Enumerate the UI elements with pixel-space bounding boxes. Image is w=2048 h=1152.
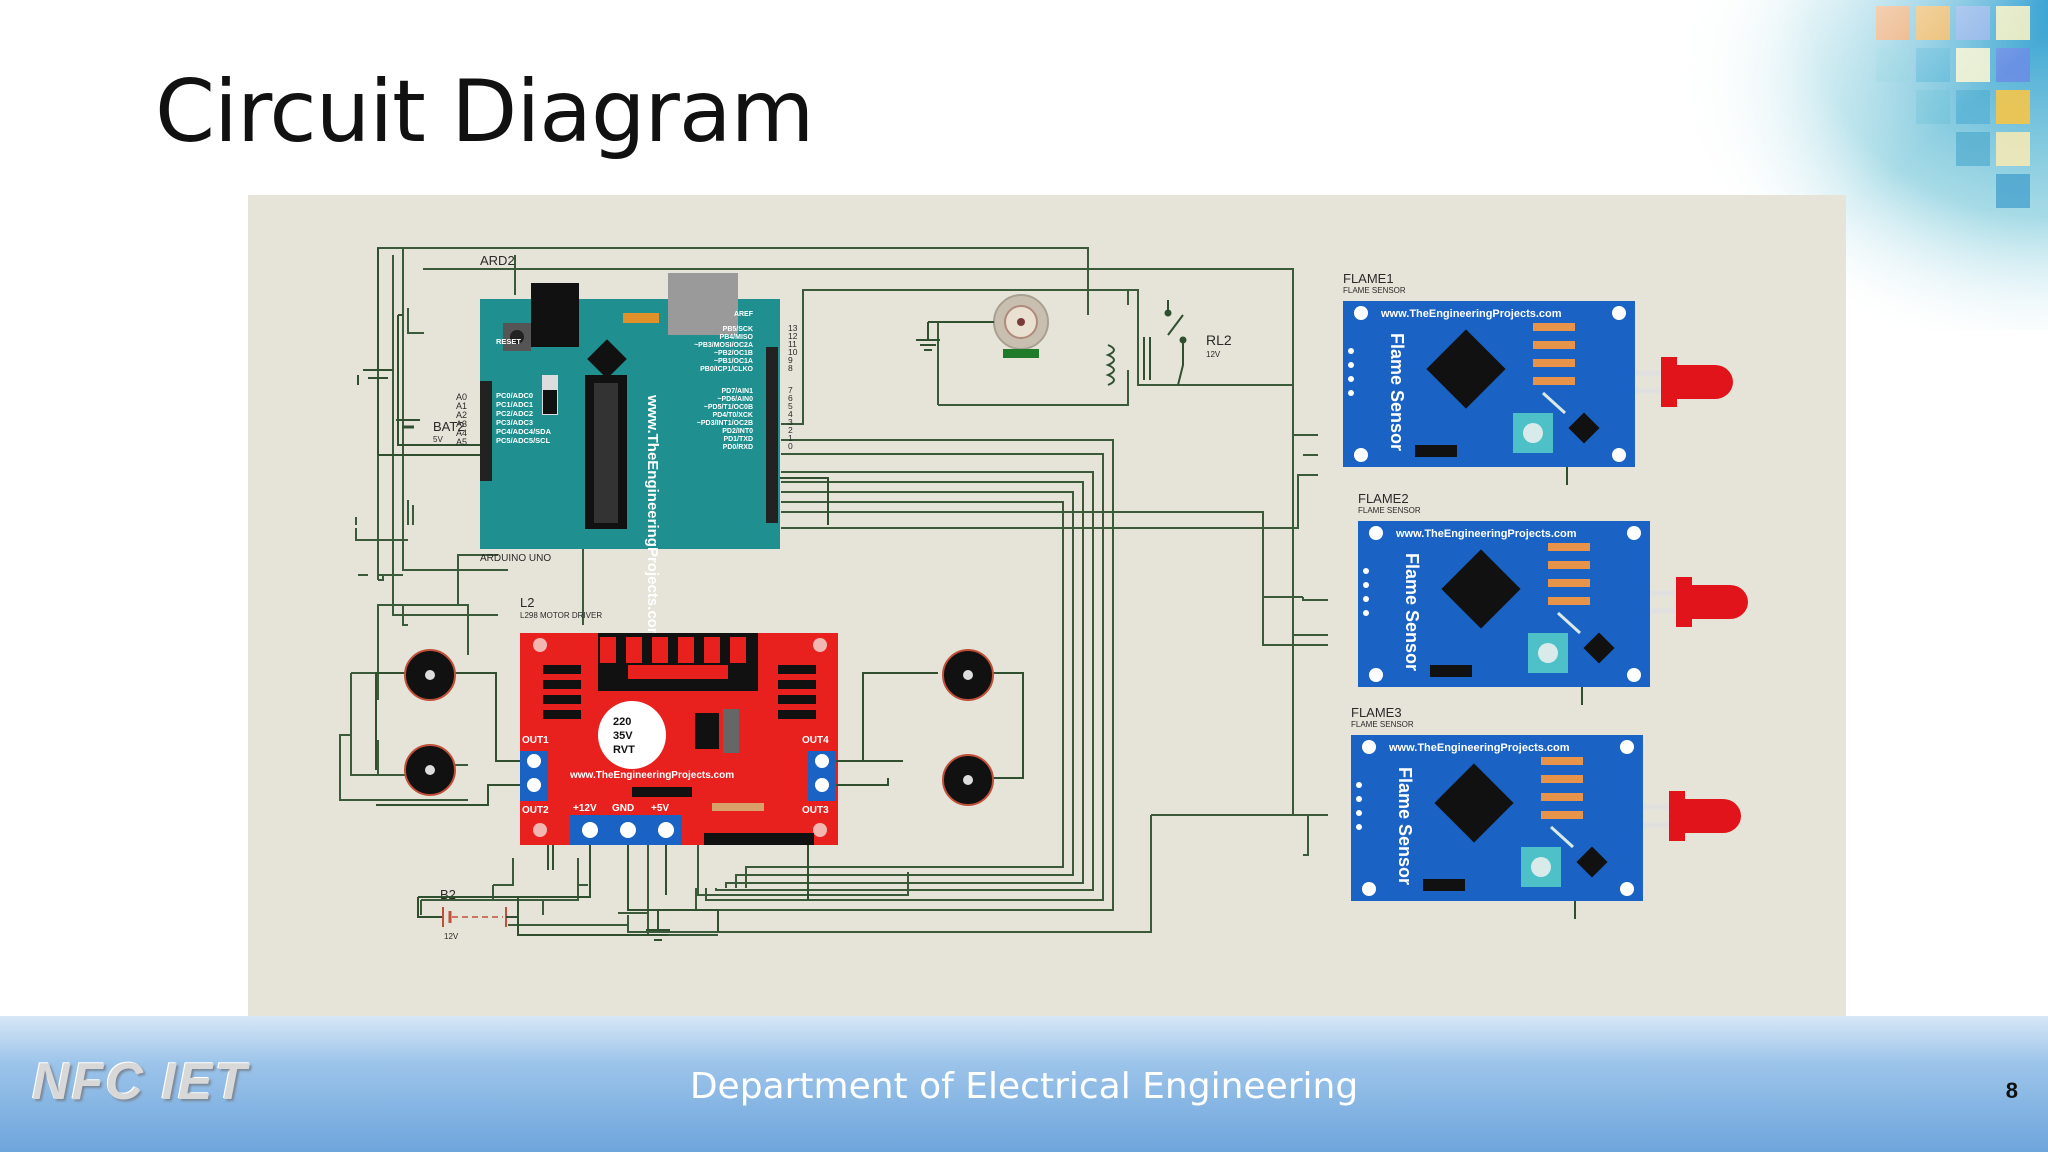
flame-sensor-type: FLAME SENSOR — [1358, 506, 1421, 515]
arduino-analog-pin: A0 — [456, 392, 467, 402]
driver-out3: OUT3 — [802, 805, 829, 816]
driver-url: www.TheEngineeringProjects.com — [569, 770, 734, 781]
arduino-type: ARDUINO UNO — [480, 553, 551, 564]
footer: NFC IET Department of Electrical Enginee… — [0, 1016, 2048, 1152]
arduino-left-label: PC0/ADC0 — [496, 391, 533, 400]
motor-1 — [404, 649, 456, 701]
arduino-analog-pin: A2 — [456, 410, 467, 420]
arduino-digital-pin: 7 — [788, 385, 793, 395]
driver-out2: OUT2 — [522, 805, 549, 816]
battery-5v-value: 5V — [433, 435, 443, 444]
relay-value: 12V — [1206, 350, 1221, 359]
arduino-analog-pin: A1 — [456, 401, 467, 411]
arduino-digital-pin: 3 — [788, 417, 793, 427]
battery-5v-ref: BAT2 — [433, 419, 465, 434]
motor-driver: L2 L298 MOTOR DRIVER 220 35V RVT www.The… — [520, 595, 838, 845]
driver-type: L298 MOTOR DRIVER — [520, 611, 602, 620]
arduino-digital-pin: 9 — [788, 355, 793, 365]
arduino-right-label: PB5/SCK — [723, 326, 753, 333]
arduino-digital-pin: 2 — [788, 425, 793, 435]
fan-motor — [993, 294, 1049, 358]
motor-3 — [942, 649, 994, 701]
flame-sensor-url: www.TheEngineeringProjects.com — [1380, 308, 1562, 320]
arduino-right-label: PB0/ICP1/CLKO — [700, 366, 753, 373]
arduino-right-label: PD2/INT0 — [722, 428, 753, 435]
arduino-digital-pin: 1 — [788, 433, 793, 443]
arduino-right-label: PD4/T0/XCK — [713, 412, 753, 419]
arduino-digital-pin: 13 — [788, 323, 798, 333]
arduino-digital-pin: 10 — [788, 347, 798, 357]
page-number: 8 — [2005, 1078, 2018, 1103]
arduino-right-label: ~PB2/OC1B — [714, 350, 753, 357]
flame-sensor-ref: FLAME2 — [1358, 491, 1409, 506]
motor-4 — [942, 754, 994, 806]
driver-gnd: GND — [612, 803, 634, 814]
arduino-analog-pin: A4 — [456, 428, 467, 438]
arduino-right-label: ~PB3/MOSI/OC2A — [694, 342, 753, 349]
arduino-digital-pin: 11 — [788, 339, 797, 349]
arduino-analog-pin: A5 — [456, 437, 467, 447]
arduino-digital-pin: 8 — [788, 363, 793, 373]
driver-out1: OUT1 — [522, 735, 549, 746]
arduino-right-label: PD1/TXD — [723, 436, 753, 443]
flame-sensor-url: www.TheEngineeringProjects.com — [1395, 528, 1577, 540]
motor-2 — [404, 744, 456, 796]
driver-cap-2: 35V — [613, 730, 633, 742]
arduino-left-label: PC5/ADC5/SCL — [496, 436, 551, 445]
arduino-digital-pin: 6 — [788, 393, 793, 403]
wires — [339, 247, 1328, 936]
flame-sensor-type: FLAME SENSOR — [1351, 720, 1414, 729]
arduino-right-label: PD0/RXD — [723, 444, 753, 451]
flame-sensor-ref: FLAME1 — [1343, 271, 1394, 286]
arduino-right-label: PD7/AIN1 — [721, 388, 753, 395]
driver-ref: L2 — [520, 595, 534, 610]
arduino-digital-pin: 5 — [788, 401, 793, 411]
arduino-right-label: ~PD5/T1/OC0B — [704, 404, 753, 411]
driver-12v: +12V — [573, 803, 597, 814]
arduino-digital-pin: 0 — [788, 441, 793, 451]
driver-out4: OUT4 — [802, 735, 829, 746]
arduino-right-label: AREF — [734, 311, 754, 318]
battery-5v: BAT2 5V — [396, 419, 465, 444]
relay-ref: RL2 — [1206, 332, 1232, 348]
arduino-left-label: PC1/ADC1 — [496, 400, 533, 409]
arduino-right-label: PB4/MISO — [720, 334, 754, 341]
flame-sensor-type: FLAME SENSOR — [1343, 286, 1406, 295]
arduino-digital-pin: 12 — [788, 331, 798, 341]
battery-12v-value: 12V — [444, 932, 459, 941]
arduino-analog-pin: A3 — [456, 419, 467, 429]
arduino-board: www.TheEngineeringProjects.com ARD2 ARDU… — [456, 253, 798, 641]
arduino-left-label: PC2/ADC2 — [496, 409, 533, 418]
arduino-right-label: ~PD3/INT1/OC2B — [697, 420, 753, 427]
battery-12v-ref: B2 — [440, 887, 456, 902]
flame-sensor-ref: FLAME3 — [1351, 705, 1402, 720]
footer-department: Department of Electrical Engineering — [689, 1066, 1359, 1107]
flame-sensor-label: Flame Sensor — [1395, 767, 1415, 885]
arduino-right-label: ~PD6/AIN0 — [717, 396, 753, 403]
ground-symbol — [916, 321, 994, 351]
flame-sensor-url: www.TheEngineeringProjects.com — [1388, 742, 1570, 754]
driver-5v: +5V — [651, 803, 669, 814]
arduino-left-label: PC4/ADC4/SDA — [496, 427, 552, 436]
arduino-left-label: PC3/ADC3 — [496, 418, 533, 427]
driver-cap-3: RVT — [613, 744, 635, 756]
power-wires — [418, 845, 719, 936]
flame-sensor-label: Flame Sensor — [1402, 553, 1422, 671]
driver-cap-1: 220 — [613, 716, 631, 728]
circuit-diagram: www.TheEngineeringProjects.com ARD2 ARDU… — [248, 195, 1846, 1016]
slide-title: Circuit Diagram — [155, 62, 814, 162]
battery-12v: B2 12V — [417, 887, 519, 941]
arduino-left-label: RESET — [496, 337, 521, 346]
footer-logo: NFC IET — [32, 1053, 249, 1111]
arduino-url: www.TheEngineeringProjects.com — [644, 394, 661, 641]
arduino-ref: ARD2 — [480, 253, 515, 268]
arduino-right-label: ~PB1/OC1A — [714, 358, 753, 365]
relay — [1105, 300, 1187, 386]
arduino-digital-pin: 4 — [788, 409, 793, 419]
flame-sensor-label: Flame Sensor — [1387, 333, 1407, 451]
